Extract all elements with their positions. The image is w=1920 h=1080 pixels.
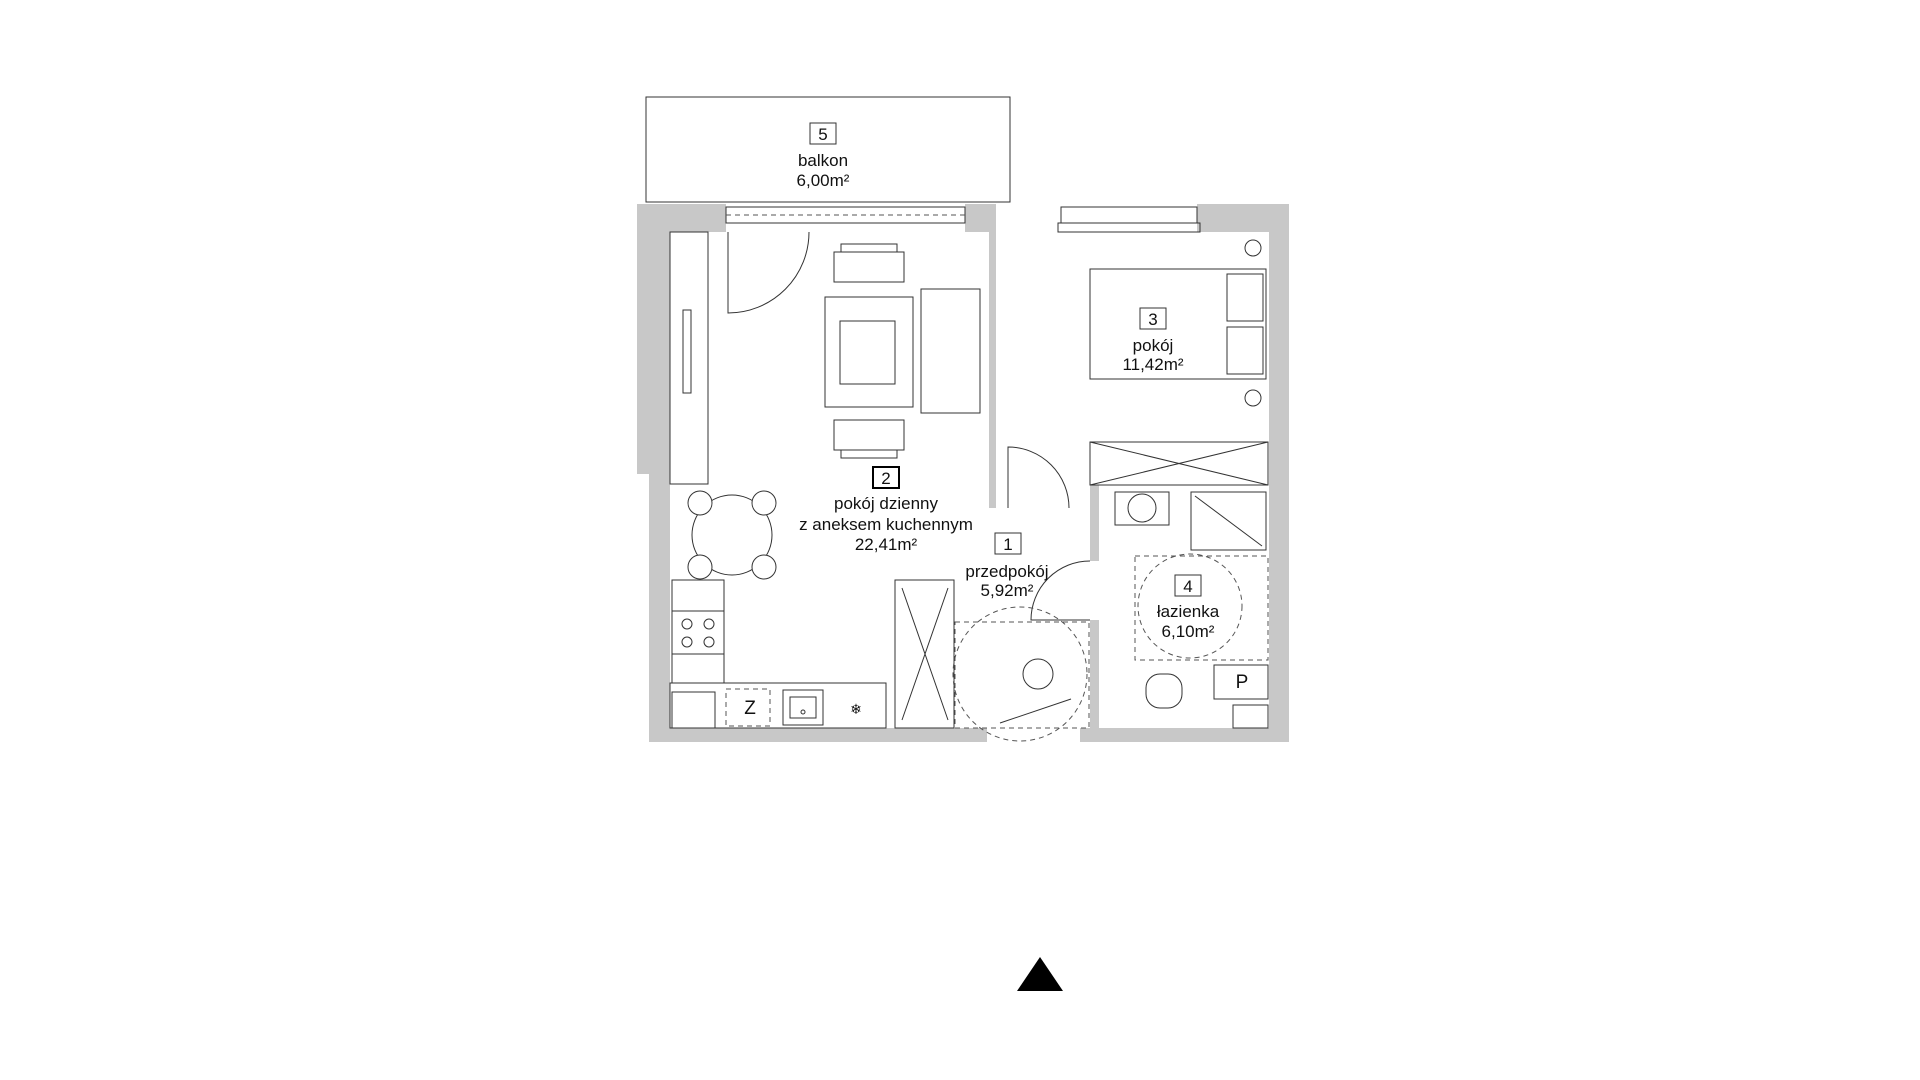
room-2-number: 2 <box>881 469 890 488</box>
bedroom-furniture <box>1089 239 1269 486</box>
room-1-name: przedpokój <box>965 562 1048 581</box>
room-4-number: 4 <box>1183 577 1192 596</box>
room-5-badge <box>809 122 837 145</box>
room-2-area: 22,41m² <box>855 535 918 554</box>
room-2-name-line1: pokój dzienny <box>834 494 938 513</box>
room-1-number: 1 <box>1003 535 1012 554</box>
doors <box>727 231 1091 724</box>
living-furniture: ❄ <box>669 231 981 729</box>
fridge-label: Z <box>744 698 756 719</box>
room-3-area: 11,42m² <box>1122 355 1183 374</box>
room-4-name: łazienka <box>1157 602 1220 621</box>
hallway-furniture <box>894 579 1090 742</box>
room-3-name: pokój <box>1133 336 1174 355</box>
room-1-area: 5,92m² <box>981 581 1034 600</box>
room-4-area: 6,10m² <box>1162 622 1215 641</box>
entrance-arrow-icon <box>1017 957 1063 991</box>
walls <box>637 204 1289 742</box>
room-3-number: 3 <box>1148 310 1157 329</box>
balcony-outline <box>645 96 1011 203</box>
laundry-label: P <box>1236 672 1249 693</box>
room-3-badge <box>1139 307 1167 330</box>
windows <box>725 206 1201 233</box>
room-1-badge <box>994 532 1022 555</box>
room-2-badge <box>872 466 900 489</box>
room-2-name-line2: z aneksem kuchennym <box>799 515 973 534</box>
room-4-badge <box>1174 574 1202 597</box>
room-5-name: balkon <box>798 151 848 170</box>
room-5-number: 5 <box>818 125 827 144</box>
bathroom-furniture <box>1114 491 1269 729</box>
room-5-area: 6,00m² <box>797 171 850 190</box>
freezer-icon: ❄ <box>850 701 862 717</box>
